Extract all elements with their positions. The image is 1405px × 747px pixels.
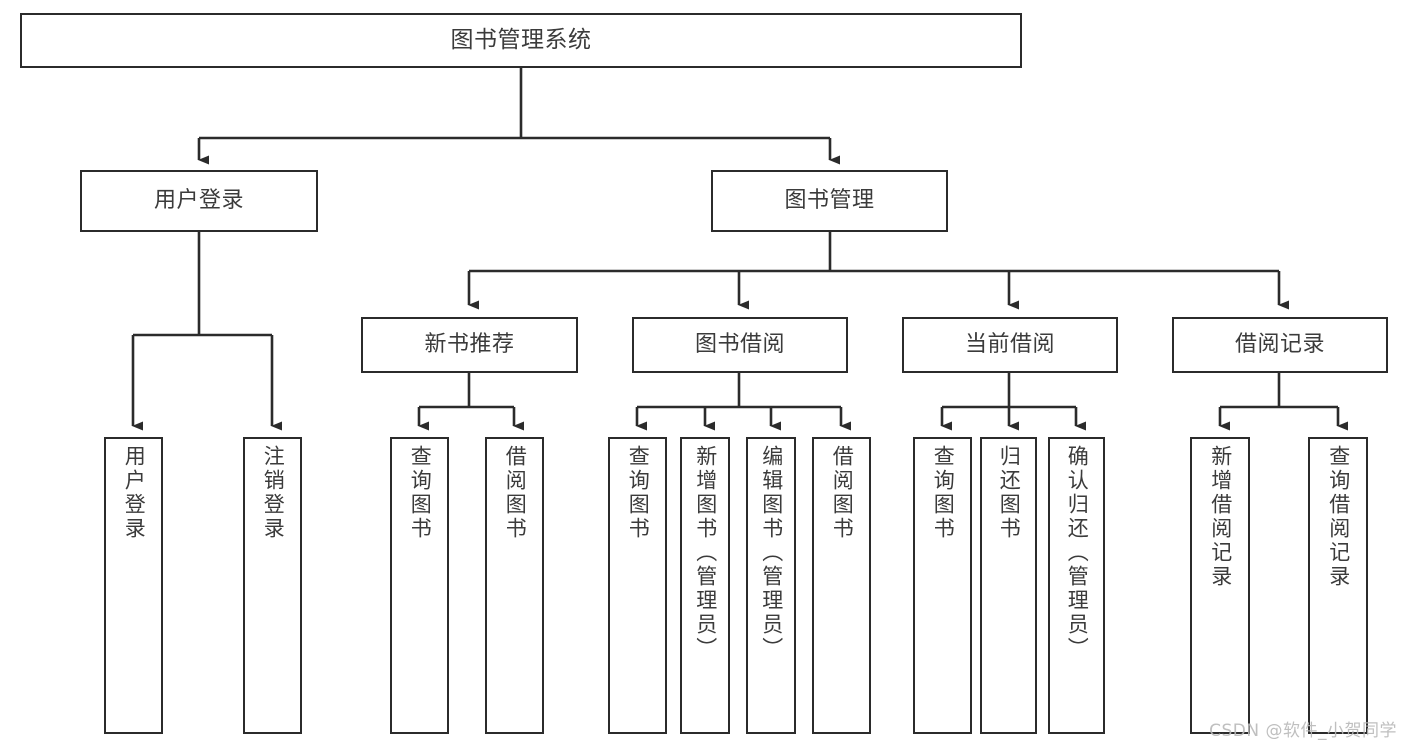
- node-new-book-recommend-label: 新书推荐: [424, 331, 515, 357]
- leaf-borrow-edit-book-admin-label: 编辑图书（管理员）: [759, 445, 784, 661]
- node-current-borrow-label: 当前借阅: [964, 331, 1055, 357]
- leaf-current-return-book-label: 归还图书: [997, 445, 1022, 541]
- node-root-book-management-system[interactable]: 图书管理系统: [20, 13, 1022, 68]
- leaf-user-login-login-label: 用户登录: [122, 445, 147, 541]
- leaf-new-book-borrow-label: 借阅图书: [503, 445, 528, 541]
- leaf-borrow-borrow-book-label: 借阅图书: [830, 445, 855, 541]
- leaf-borrow-borrow-book[interactable]: 借阅图书: [812, 437, 871, 734]
- node-root-label: 图书管理系统: [450, 26, 592, 53]
- leaf-record-add-label: 新增借阅记录: [1208, 445, 1233, 589]
- leaf-current-query-book[interactable]: 查询图书: [913, 437, 972, 734]
- leaf-current-return-book[interactable]: 归还图书: [980, 437, 1037, 734]
- leaf-user-login-logout-label: 注销登录: [261, 445, 286, 541]
- node-new-book-recommend[interactable]: 新书推荐: [361, 317, 578, 373]
- node-book-borrow-label: 图书借阅: [694, 331, 785, 357]
- leaf-borrow-query-book[interactable]: 查询图书: [608, 437, 667, 734]
- node-user-login-label: 用户登录: [153, 187, 244, 213]
- leaf-new-book-query[interactable]: 查询图书: [390, 437, 449, 734]
- leaf-user-login-logout[interactable]: 注销登录: [243, 437, 302, 734]
- node-borrow-record-label: 借阅记录: [1234, 331, 1325, 357]
- leaf-new-book-query-label: 查询图书: [408, 445, 433, 541]
- leaf-borrow-add-book-admin[interactable]: 新增图书（管理员）: [680, 437, 730, 734]
- leaf-current-confirm-return-admin-label: 确认归还（管理员）: [1065, 445, 1090, 661]
- watermark-text: CSDN @软件_小贺同学: [1209, 721, 1397, 741]
- leaf-record-query-label: 查询借阅记录: [1326, 445, 1351, 589]
- leaf-current-query-book-label: 查询图书: [931, 445, 956, 541]
- node-book-borrow[interactable]: 图书借阅: [632, 317, 848, 373]
- leaf-borrow-edit-book-admin[interactable]: 编辑图书（管理员）: [746, 437, 796, 734]
- leaf-record-add[interactable]: 新增借阅记录: [1190, 437, 1250, 734]
- leaf-borrow-add-book-admin-label: 新增图书（管理员）: [693, 445, 718, 661]
- node-book-management[interactable]: 图书管理: [711, 170, 948, 232]
- leaf-record-query[interactable]: 查询借阅记录: [1308, 437, 1368, 734]
- node-borrow-record[interactable]: 借阅记录: [1172, 317, 1388, 373]
- leaf-borrow-query-book-label: 查询图书: [626, 445, 651, 541]
- leaf-new-book-borrow[interactable]: 借阅图书: [485, 437, 544, 734]
- node-current-borrow[interactable]: 当前借阅: [902, 317, 1118, 373]
- leaf-current-confirm-return-admin[interactable]: 确认归还（管理员）: [1048, 437, 1105, 734]
- node-user-login[interactable]: 用户登录: [80, 170, 318, 232]
- leaf-user-login-login[interactable]: 用户登录: [104, 437, 163, 734]
- node-book-management-label: 图书管理: [784, 187, 875, 213]
